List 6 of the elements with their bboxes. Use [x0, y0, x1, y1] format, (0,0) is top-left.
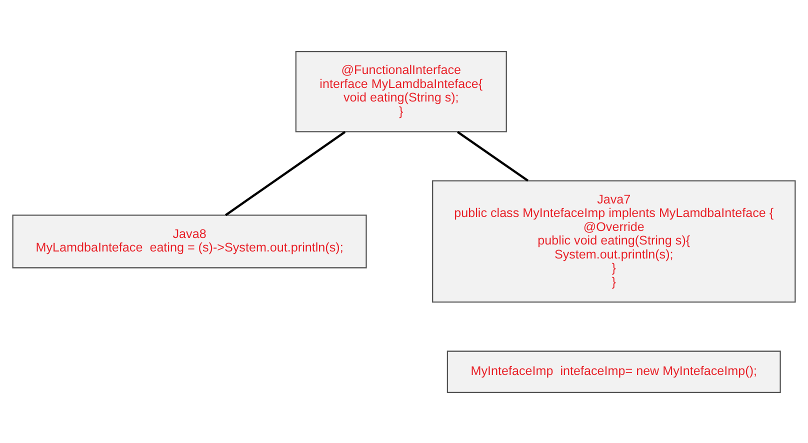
node-box: Java8 MyLamdbaInteface eating = (s)->System.out.println(s); — [12, 214, 367, 268]
connector — [224, 130, 346, 216]
node-box: Java7 public class MyIntefaceImp implents MyLamdbaInteface { @Override public void eating(String s){ System.out.println(s); } } — [432, 180, 796, 302]
node-box: @FunctionalInterface interface MyLamdbaInteface{ void eating(String s); } — [295, 50, 507, 132]
node-box: MyIntefaceImp intefaceImp= new MyIntefaceImp(); — [446, 350, 781, 392]
connector — [456, 130, 529, 182]
